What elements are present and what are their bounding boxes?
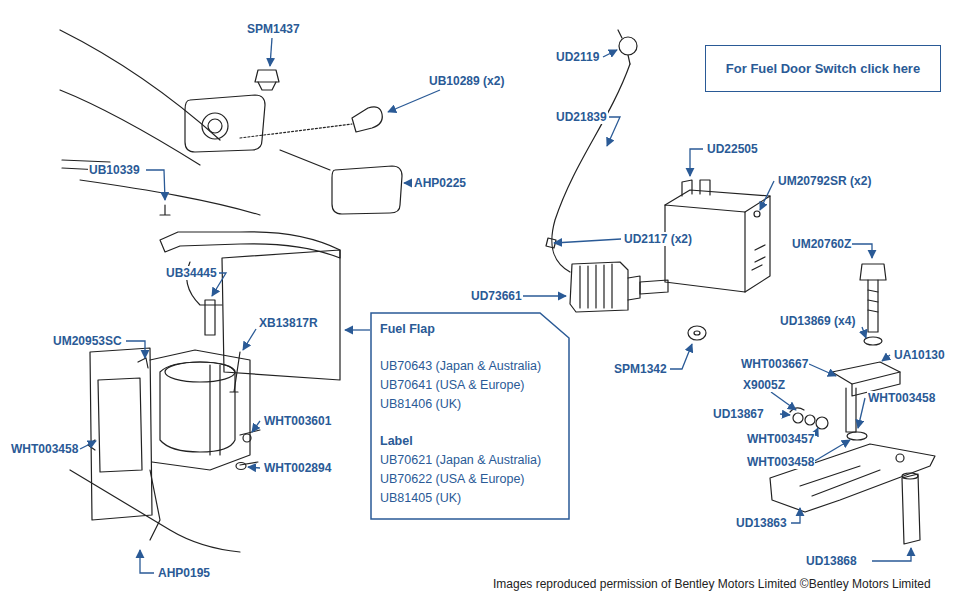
part-number: UD22505 <box>706 142 759 156</box>
part-number: SPM1437 <box>246 22 301 36</box>
part-number: UB34445 <box>165 266 218 280</box>
part-number: UM20792SR (x2) <box>777 174 872 188</box>
part-number: WHT002894 <box>263 461 332 475</box>
part-number: X9005Z <box>742 378 786 392</box>
part-number: XB13817R <box>258 316 319 330</box>
part-number: UD73661 <box>470 289 523 303</box>
part-number: WHT003458 <box>867 391 936 405</box>
part-number: UD2117 (x2) <box>623 232 693 246</box>
copyright-note: Images reproduced permission of Bentley … <box>492 577 932 591</box>
parts-callout-box: Fuel FlapUB70643 (Japan & Australia)UB70… <box>370 312 570 520</box>
part-number: UD2119 <box>555 50 600 64</box>
part-number: UD21839 <box>555 110 608 124</box>
part-number: UB81405 (UK) <box>380 489 560 508</box>
part-number: UD13863 <box>735 516 788 530</box>
part-number: UB10339 <box>88 163 141 177</box>
part-number: AHP0195 <box>157 566 211 580</box>
link-text: For Fuel Door Switch click here <box>726 61 920 76</box>
part-number: UD13867 <box>712 407 765 421</box>
part-number: WHT003601 <box>263 414 332 428</box>
box-outline <box>370 312 570 520</box>
part-number: AHP0225 <box>413 176 467 190</box>
part-number: UA10130 <box>893 348 946 362</box>
part-number: UB70643 (Japan & Australia) <box>380 357 560 376</box>
part-number: WHT003458 <box>746 455 815 469</box>
part-number: WHT003667 <box>740 357 809 371</box>
part-number: UB70622 (USA & Europe) <box>380 470 560 489</box>
box-heading: Fuel Flap <box>380 320 560 339</box>
part-number: UB70641 (USA & Europe) <box>380 376 560 395</box>
part-number: UM20760Z <box>791 237 852 251</box>
part-number: UM20953SC <box>52 334 123 348</box>
part-number: UB81406 (UK) <box>380 395 560 414</box>
part-number: SPM1342 <box>613 362 668 376</box>
part-number: UB70621 (Japan & Australia) <box>380 451 560 470</box>
part-number: UB10289 (x2) <box>428 74 505 88</box>
part-number: WHT003458 <box>10 442 79 456</box>
box-heading: Label <box>380 432 560 451</box>
part-number: UD13868 <box>805 554 858 568</box>
part-number: WHT003457 <box>746 432 815 446</box>
link-box: For Fuel Door Switch click here <box>705 45 941 92</box>
part-number: UD13869 (x4) <box>779 314 856 328</box>
